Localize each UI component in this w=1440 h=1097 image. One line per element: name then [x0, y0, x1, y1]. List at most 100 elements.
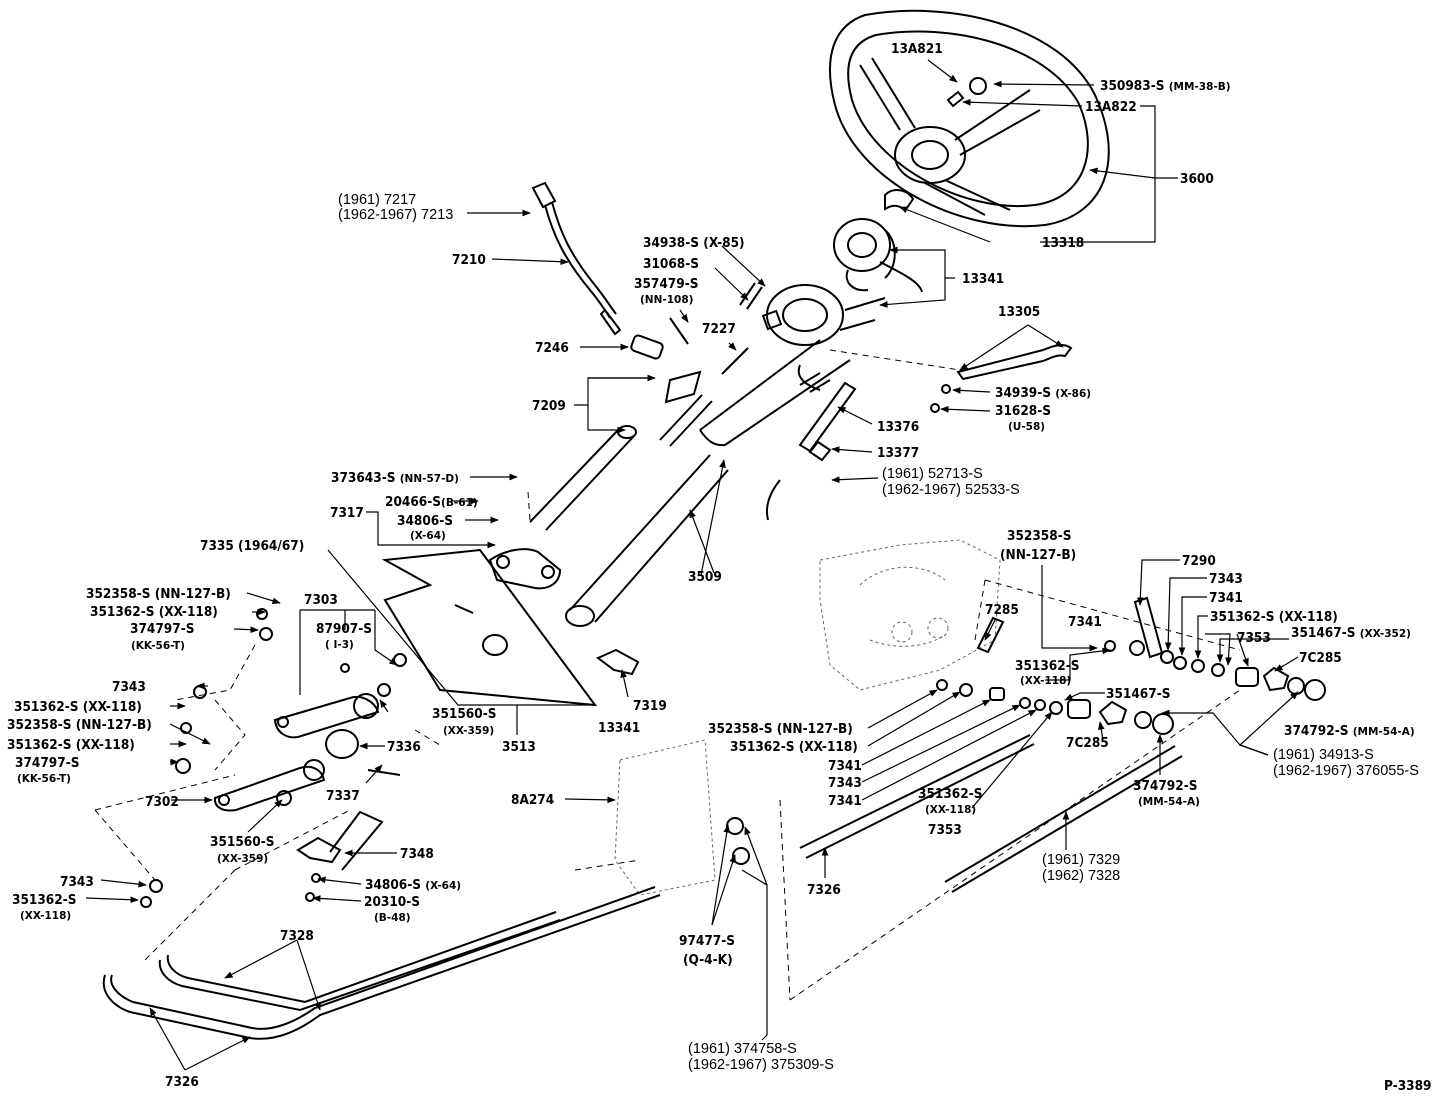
- label-376055: (1962-1967) 376055-S: [1273, 763, 1419, 779]
- turn-signal-lever: [956, 343, 1073, 381]
- label-7217: (1961) 7217: [338, 192, 416, 208]
- label-351362-left-b: 351362-S (XX-118): [14, 699, 142, 715]
- label-97477: 97477-S: [679, 933, 735, 949]
- label-20310: 20310-S: [364, 894, 420, 910]
- parts-drawing: [94, 9, 1326, 1040]
- shift-tube-7209: [529, 370, 713, 531]
- label-7319: 7319: [633, 698, 667, 714]
- label-kk56-left-a: (KK-56-T): [131, 640, 185, 652]
- label-7343-left-b: 7343: [60, 874, 94, 890]
- label-351362-left-d: 351362-S: [12, 892, 77, 908]
- column-head: [761, 284, 886, 346]
- label-374797-left-b: 374797-S: [15, 755, 80, 771]
- label-7343-mid: 7343: [828, 775, 862, 791]
- label-351362-right: 351362-S (XX-118): [1210, 609, 1338, 625]
- label-b48: (B-48): [374, 912, 411, 924]
- label-374792-right: 374792-S (MM-54-A): [1284, 723, 1415, 739]
- steering-wheel: [828, 9, 1110, 228]
- figure-number: P-3389: [1384, 1078, 1432, 1094]
- label-87907: 87907-S: [316, 621, 372, 637]
- label-7303: 7303: [304, 592, 338, 608]
- label-352358-left-a: 352358-S (NN-127-B): [86, 586, 231, 602]
- label-3600: 3600: [1180, 171, 1214, 187]
- label-13376: 13376: [877, 419, 919, 435]
- label-mm54-mid: (MM-54-A): [1138, 796, 1200, 808]
- label-13305: 13305: [998, 304, 1040, 320]
- part-labels: 13A821 350983-S (MM-38-B) 13A822 3600 13…: [7, 41, 1432, 1094]
- label-7326-left: 7326: [165, 1074, 199, 1090]
- label-34806-upper: 34806-S: [397, 513, 453, 529]
- label-7328-left: 7328: [280, 928, 314, 944]
- label-xx118-mid-c: (XX-118): [925, 804, 976, 816]
- bolt-97477-a: [726, 817, 744, 835]
- label-31068: 31068-S: [643, 256, 699, 272]
- label-52533: (1962-1967) 52533-S: [882, 482, 1020, 498]
- label-7213: (1962-1967) 7213: [338, 207, 453, 223]
- rod-7329: [944, 745, 1183, 893]
- label-nn127-upper: (NN-127-B): [1000, 547, 1076, 563]
- label-7c285-mid: 7C285: [1066, 735, 1109, 751]
- lever-7348: [296, 810, 384, 871]
- label-u58: (U-58): [1008, 421, 1045, 433]
- label-7326-mid: 7326: [807, 882, 841, 898]
- shift-lever-7302: [213, 759, 326, 812]
- label-352358-left-b: 352358-S (NN-127-B): [7, 717, 152, 733]
- label-7343-right: 7343: [1209, 571, 1243, 587]
- label-352358-upper: 352358-S: [1007, 528, 1072, 544]
- rod-7326-right: [799, 734, 1035, 859]
- label-352358-mid: 352358-S (NN-127-B): [708, 721, 853, 737]
- pin-7337: [367, 769, 401, 776]
- label-374797-left-a: 374797-S: [130, 621, 195, 637]
- label-nn108: (NN-108): [640, 294, 693, 306]
- label-351467-right: 351467-S (XX-352): [1291, 625, 1411, 641]
- label-373643: 373643-S (NN-57-D): [331, 470, 459, 486]
- label-52713: (1961) 52713-S: [882, 466, 983, 482]
- leader-lines: [85, 59, 1299, 1071]
- label-13A821: 13A821: [891, 41, 943, 57]
- label-7343-left-a: 7343: [112, 679, 146, 695]
- label-34938: 34938-S (X-85): [643, 235, 745, 251]
- bushing-7336: [325, 729, 359, 759]
- label-7337: 7337: [326, 788, 360, 804]
- pin-357479: [669, 317, 689, 345]
- label-7317: 7317: [330, 505, 364, 521]
- label-7353-right: 7353: [1237, 630, 1271, 646]
- label-7227: 7227: [702, 321, 736, 337]
- label-351362-mid-c: 351362-S: [918, 786, 983, 802]
- label-7348: 7348: [400, 846, 434, 862]
- label-351560-lower: 351560-S: [210, 834, 275, 850]
- label-31628: 31628-S: [995, 403, 1051, 419]
- label-8A274: 8A274: [511, 792, 554, 808]
- label-7353-mid: 7353: [928, 822, 962, 838]
- bolt-97477-b: [732, 847, 750, 865]
- label-351362-left-a: 351362-S (XX-118): [90, 604, 218, 620]
- label-34913: (1961) 34913-S: [1273, 747, 1374, 763]
- label-7302: 7302: [145, 794, 179, 810]
- label-kk56-left-b: (KK-56-T): [17, 773, 71, 785]
- label-34806-lower: 34806-S (X-64): [365, 877, 461, 893]
- label-3513: 3513: [502, 739, 536, 755]
- label-7210: 7210: [452, 252, 486, 268]
- label-3509: 3509: [688, 569, 722, 585]
- label-357479: 357479-S: [634, 276, 699, 292]
- shift-lever-7303: [273, 693, 380, 739]
- label-351362-mid-b: 351362-S (XX-118): [730, 739, 858, 755]
- label-20466: 20466-S(B-61): [385, 494, 478, 510]
- label-xx359-upper: (XX-359): [443, 725, 494, 737]
- label-374792-mid: 374792-S: [1133, 778, 1198, 794]
- label-xx118-mid: (XX-118): [1020, 675, 1071, 687]
- label-7c285-right: 7C285: [1299, 650, 1342, 666]
- label-7290: 7290: [1182, 553, 1216, 569]
- label-7335: 7335 (1964/67): [200, 538, 304, 554]
- label-xx359-lower: (XX-359): [217, 853, 268, 865]
- horn-ring: [884, 189, 915, 213]
- label-7341-mid-a: 7341: [828, 758, 862, 774]
- spring-7227: [721, 347, 749, 375]
- label-351467-mid: 351467-S: [1106, 686, 1171, 702]
- label-i3: ( I-3): [325, 639, 354, 651]
- label-7209: 7209: [532, 398, 566, 414]
- label-7246: 7246: [535, 340, 569, 356]
- label-13318: 13318: [1042, 235, 1084, 251]
- label-q4k: (Q-4-K): [683, 952, 733, 968]
- label-351362-mid: 351362-S: [1015, 658, 1080, 674]
